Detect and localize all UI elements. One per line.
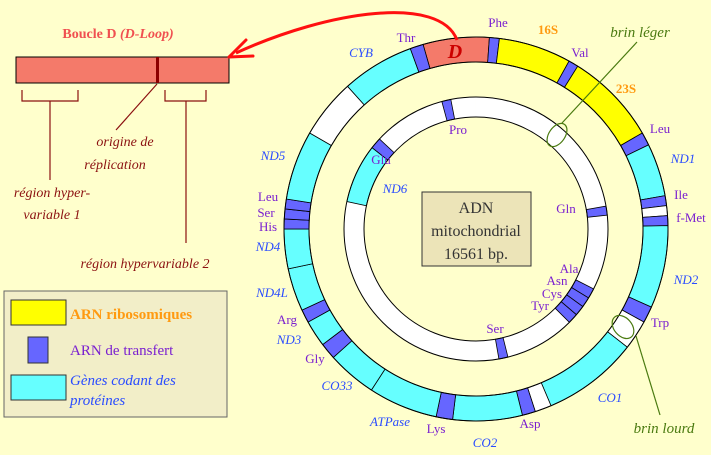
light-strand-origin-circle [546, 122, 568, 148]
legend-label-protein-1: Gènes codant des [70, 373, 176, 389]
inner_ring-label-ser: Ser [486, 321, 504, 336]
outer_ring-label-trp: Trp [651, 315, 669, 330]
legend-label-protein-2: protéines [69, 393, 125, 409]
hv1-label-1: région hyper- [14, 186, 91, 201]
outer_ring-label-ile: Ile [674, 187, 688, 202]
dloop-arrow [235, 11, 459, 55]
origin-label-1: origine de [96, 135, 153, 150]
center-line-1: ADN [459, 200, 494, 217]
outer-segment-nd5 [285, 132, 332, 204]
outer_ring-label-asp: Asp [520, 416, 541, 431]
outer_ring-label-23s: 23S [616, 81, 636, 96]
outer_ring-label-co33: CO33 [321, 378, 353, 393]
legend-swatch-trna [27, 336, 49, 364]
outer_ring-label-ser: Ser [257, 205, 275, 220]
outer_ring-label-16s: 16S [538, 22, 558, 37]
inner_ring-label-ala: Ala [560, 261, 579, 276]
outer_ring-label-co1: CO1 [598, 390, 623, 405]
outer_ring-label-nd4: ND4 [255, 239, 281, 254]
inner_ring-label-nd6: ND6 [382, 181, 408, 196]
legend-label-rrna: ARN ribosomiques [70, 307, 192, 323]
outer_ring-label-nd1: ND1 [670, 151, 696, 166]
outer-segment-atpase [370, 368, 442, 418]
center-line-3: 16561 bp. [444, 246, 508, 263]
center-box [421, 191, 532, 267]
outer-ring-heavy-strand [283, 36, 669, 422]
inner_ring-label-pro: Pro [449, 122, 467, 137]
heavy-strand-leader [635, 335, 661, 416]
hv1-label-2: variable 1 [23, 208, 80, 223]
outer_ring-label-f-met: f-Met [676, 210, 706, 225]
outer_ring-label-thr: Thr [397, 30, 416, 45]
dloop-title: Boucle D (D-Loop) [62, 27, 173, 42]
inner_ring-label-cys: Cys [542, 286, 562, 301]
origin-leader [115, 83, 158, 131]
outer_ring-label-nd5: ND5 [260, 148, 286, 163]
outer-segment-nd2 [628, 225, 669, 308]
outer_ring-label-leu: Leu [258, 189, 279, 204]
outer-segment-f-met [642, 215, 669, 227]
outer_ring-label-gly: Gly [305, 351, 325, 366]
inner-ring-inner-edge [363, 116, 589, 342]
light-strand-label: brin léger [610, 25, 670, 41]
dloop-brackets [21, 83, 207, 243]
hv2-label: région hypervariable 2 [80, 257, 209, 272]
inner_ring-label-asn: Asn [547, 273, 568, 288]
origin-label-2: réplication [84, 158, 145, 173]
outer-segment-nd4 [283, 228, 314, 270]
outer-ring-edge [283, 36, 669, 422]
outer_ring-label-nd2: ND2 [673, 272, 699, 287]
inner_ring-label-gln: Gln [556, 201, 576, 216]
inner-ring-light-strand [343, 96, 609, 362]
hv2-bracket [164, 90, 207, 102]
outer_ring-label-nd3: ND3 [276, 332, 302, 347]
outer_ring-label-leu: Leu [650, 121, 671, 136]
dloop-arrowhead [227, 38, 255, 59]
outer_ring-label-co2: CO2 [473, 435, 498, 450]
outer_ring-label-cyb: CYB [349, 45, 373, 60]
legend-swatch-protein [10, 374, 67, 401]
inner_ring-label-tyr: Tyr [531, 298, 550, 313]
dloop-bar [15, 56, 230, 84]
outer_ring-label-lys: Lys [427, 421, 446, 436]
outer_ring-label-arg: Arg [277, 312, 297, 327]
center-line-2: mitochondrial [431, 223, 521, 240]
outer_ring-label-his: His [259, 219, 277, 234]
inner-ring-edge [343, 96, 609, 362]
heavy-strand-origin-circle [611, 314, 635, 340]
outer-ring-inner-edge [308, 61, 644, 397]
light-strand-leader [561, 41, 638, 124]
outer_ring-label-val: Val [571, 45, 589, 60]
outer_ring-label-phe: Phe [488, 15, 508, 30]
legend-swatch-rrna [10, 299, 67, 326]
outer_ring-label-d: D [447, 41, 462, 63]
inner_ring-label-glu: Glu [371, 152, 391, 167]
outer_ring-label-nd4l: ND4L [255, 285, 288, 300]
strand-pointers [546, 41, 661, 416]
heavy-strand-label: brin lourd [634, 421, 695, 437]
origin-mark [156, 57, 159, 83]
outer_ring-label-atpase: ATPase [369, 414, 410, 429]
hv1-bracket [21, 90, 79, 102]
legend-label-trna: ARN de transfert [70, 343, 174, 359]
